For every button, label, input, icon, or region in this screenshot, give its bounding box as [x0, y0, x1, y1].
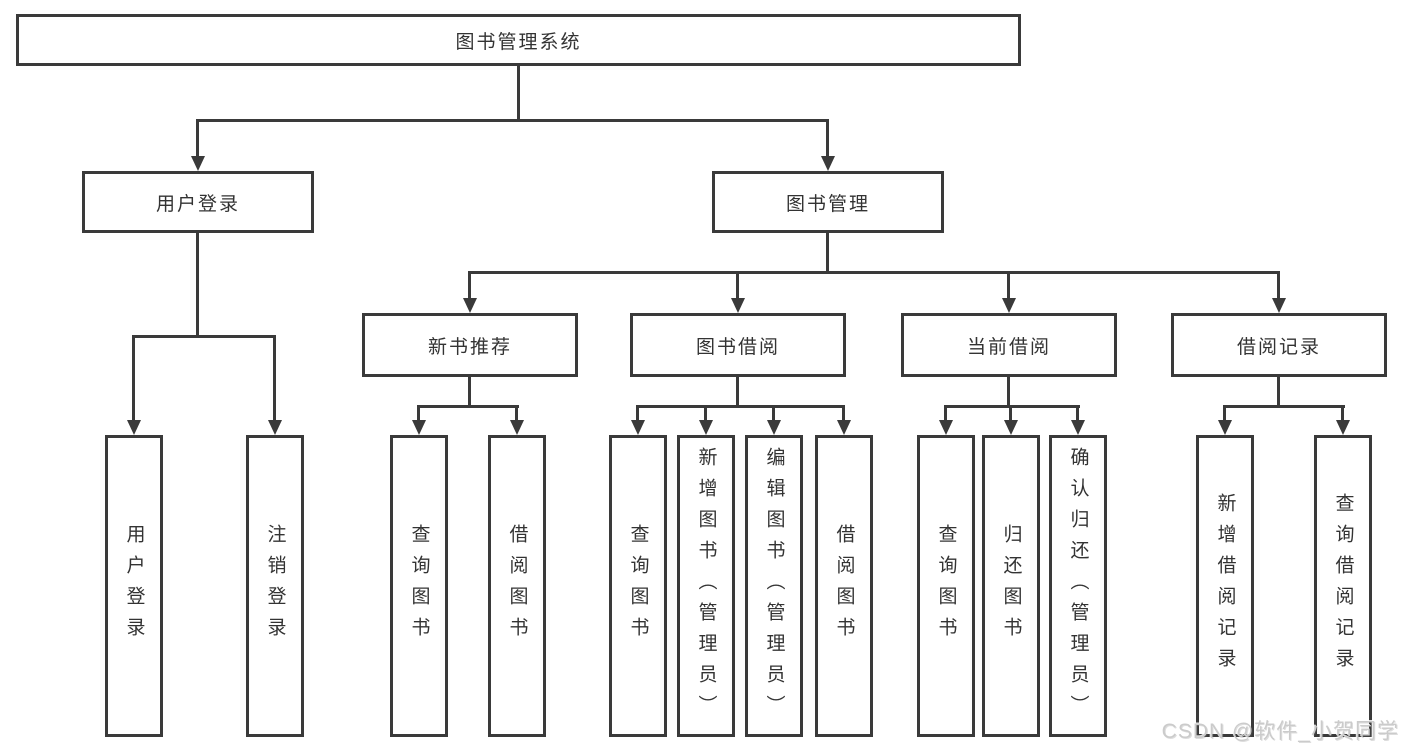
connector-line — [196, 119, 829, 122]
node-label: 新增借阅记录 — [1214, 493, 1236, 679]
connector-line — [1223, 405, 1226, 420]
connector-line — [1341, 405, 1344, 420]
arrow-down-icon — [1336, 420, 1350, 435]
node-label: 注销登录 — [264, 524, 286, 648]
connector-line — [468, 271, 1280, 274]
connector-line — [826, 233, 829, 271]
connector-line — [736, 377, 739, 405]
connector-line — [1009, 405, 1012, 420]
node-leaf-return-books: 归还图书 — [982, 435, 1040, 737]
arrow-down-icon — [1272, 298, 1286, 313]
connector-line — [826, 119, 829, 156]
node-label: 用户登录 — [123, 524, 145, 648]
node-label: 图书借阅 — [695, 336, 780, 358]
node-new-book-recommend: 新书推荐 — [362, 313, 578, 377]
connector-line — [636, 405, 844, 408]
csdn-watermark: CSDN @软件_小贺同学 — [1161, 720, 1399, 743]
arrow-down-icon — [1002, 298, 1016, 313]
arrow-down-icon — [731, 298, 745, 313]
connector-line — [1007, 377, 1010, 405]
node-leaf-query-books: 查询图书 — [917, 435, 975, 737]
connector-line — [468, 377, 471, 405]
arrow-down-icon — [127, 420, 141, 435]
connector-line — [196, 119, 199, 156]
connector-line — [196, 233, 199, 335]
node-label: 查询图书 — [935, 524, 957, 648]
node-leaf-borrow-books: 借阅图书 — [815, 435, 873, 737]
arrow-down-icon — [1071, 420, 1085, 435]
connector-line — [1277, 377, 1280, 405]
node-label: 图书管理 — [785, 193, 870, 215]
node-leaf-query-borrow-record: 查询借阅记录 — [1314, 435, 1372, 737]
connector-line — [944, 405, 1080, 408]
node-label: 借阅记录 — [1236, 336, 1321, 358]
node-book-borrow: 图书借阅 — [630, 313, 846, 377]
node-label: 图书管理系统 — [455, 31, 582, 53]
arrow-down-icon — [1004, 420, 1018, 435]
arrow-down-icon — [191, 156, 205, 171]
node-label: 当前借阅 — [966, 336, 1051, 358]
node-leaf-user-login: 用户登录 — [105, 435, 163, 737]
arrow-down-icon — [767, 420, 781, 435]
node-label: 新增图书（管理员） — [695, 446, 717, 726]
connector-line — [417, 405, 519, 408]
node-label: 用户登录 — [155, 193, 240, 215]
node-leaf-add-books-admin: 新增图书（管理员） — [677, 435, 735, 737]
arrow-down-icon — [699, 420, 713, 435]
node-leaf-add-borrow-record: 新增借阅记录 — [1196, 435, 1254, 737]
connector-line — [1076, 405, 1079, 420]
connector-line — [636, 405, 639, 420]
arrow-down-icon — [412, 420, 426, 435]
node-leaf-edit-books-admin: 编辑图书（管理员） — [745, 435, 803, 737]
connector-line — [772, 405, 775, 420]
node-leaf-confirm-return-admin: 确认归还（管理员） — [1049, 435, 1107, 737]
node-label: 查询图书 — [627, 524, 649, 648]
connector-line — [704, 405, 707, 420]
arrow-down-icon — [1218, 420, 1232, 435]
connector-line — [517, 66, 520, 119]
connector-line — [1223, 405, 1345, 408]
connector-line — [132, 335, 135, 420]
connector-line — [842, 405, 845, 420]
node-label: 查询图书 — [408, 524, 430, 648]
node-user-login: 用户登录 — [82, 171, 314, 233]
node-label: 借阅图书 — [506, 524, 528, 648]
node-leaf-query-books: 查询图书 — [390, 435, 448, 737]
connector-line — [1007, 271, 1010, 298]
connector-line — [468, 271, 471, 298]
node-label: 新书推荐 — [427, 336, 512, 358]
node-current-borrow: 当前借阅 — [901, 313, 1117, 377]
connector-line — [132, 335, 276, 338]
node-leaf-query-books: 查询图书 — [609, 435, 667, 737]
arrow-down-icon — [821, 156, 835, 171]
node-borrow-records: 借阅记录 — [1171, 313, 1387, 377]
arrow-down-icon — [837, 420, 851, 435]
node-leaf-borrow-books: 借阅图书 — [488, 435, 546, 737]
arrow-down-icon — [463, 298, 477, 313]
node-label: 确认归还（管理员） — [1067, 446, 1089, 726]
connector-line — [417, 405, 420, 420]
connector-line — [1277, 271, 1280, 298]
node-label: 编辑图书（管理员） — [763, 446, 785, 726]
node-label: 归还图书 — [1000, 524, 1022, 648]
node-book-management: 图书管理 — [712, 171, 944, 233]
arrow-down-icon — [631, 420, 645, 435]
connector-line — [515, 405, 518, 420]
node-book-management-system: 图书管理系统 — [16, 14, 1021, 66]
node-leaf-logout: 注销登录 — [246, 435, 304, 737]
node-label: 查询借阅记录 — [1332, 493, 1354, 679]
connector-line — [273, 335, 276, 420]
node-label: 借阅图书 — [833, 524, 855, 648]
arrow-down-icon — [268, 420, 282, 435]
connector-line — [736, 271, 739, 298]
arrow-down-icon — [939, 420, 953, 435]
arrow-down-icon — [510, 420, 524, 435]
connector-line — [944, 405, 947, 420]
